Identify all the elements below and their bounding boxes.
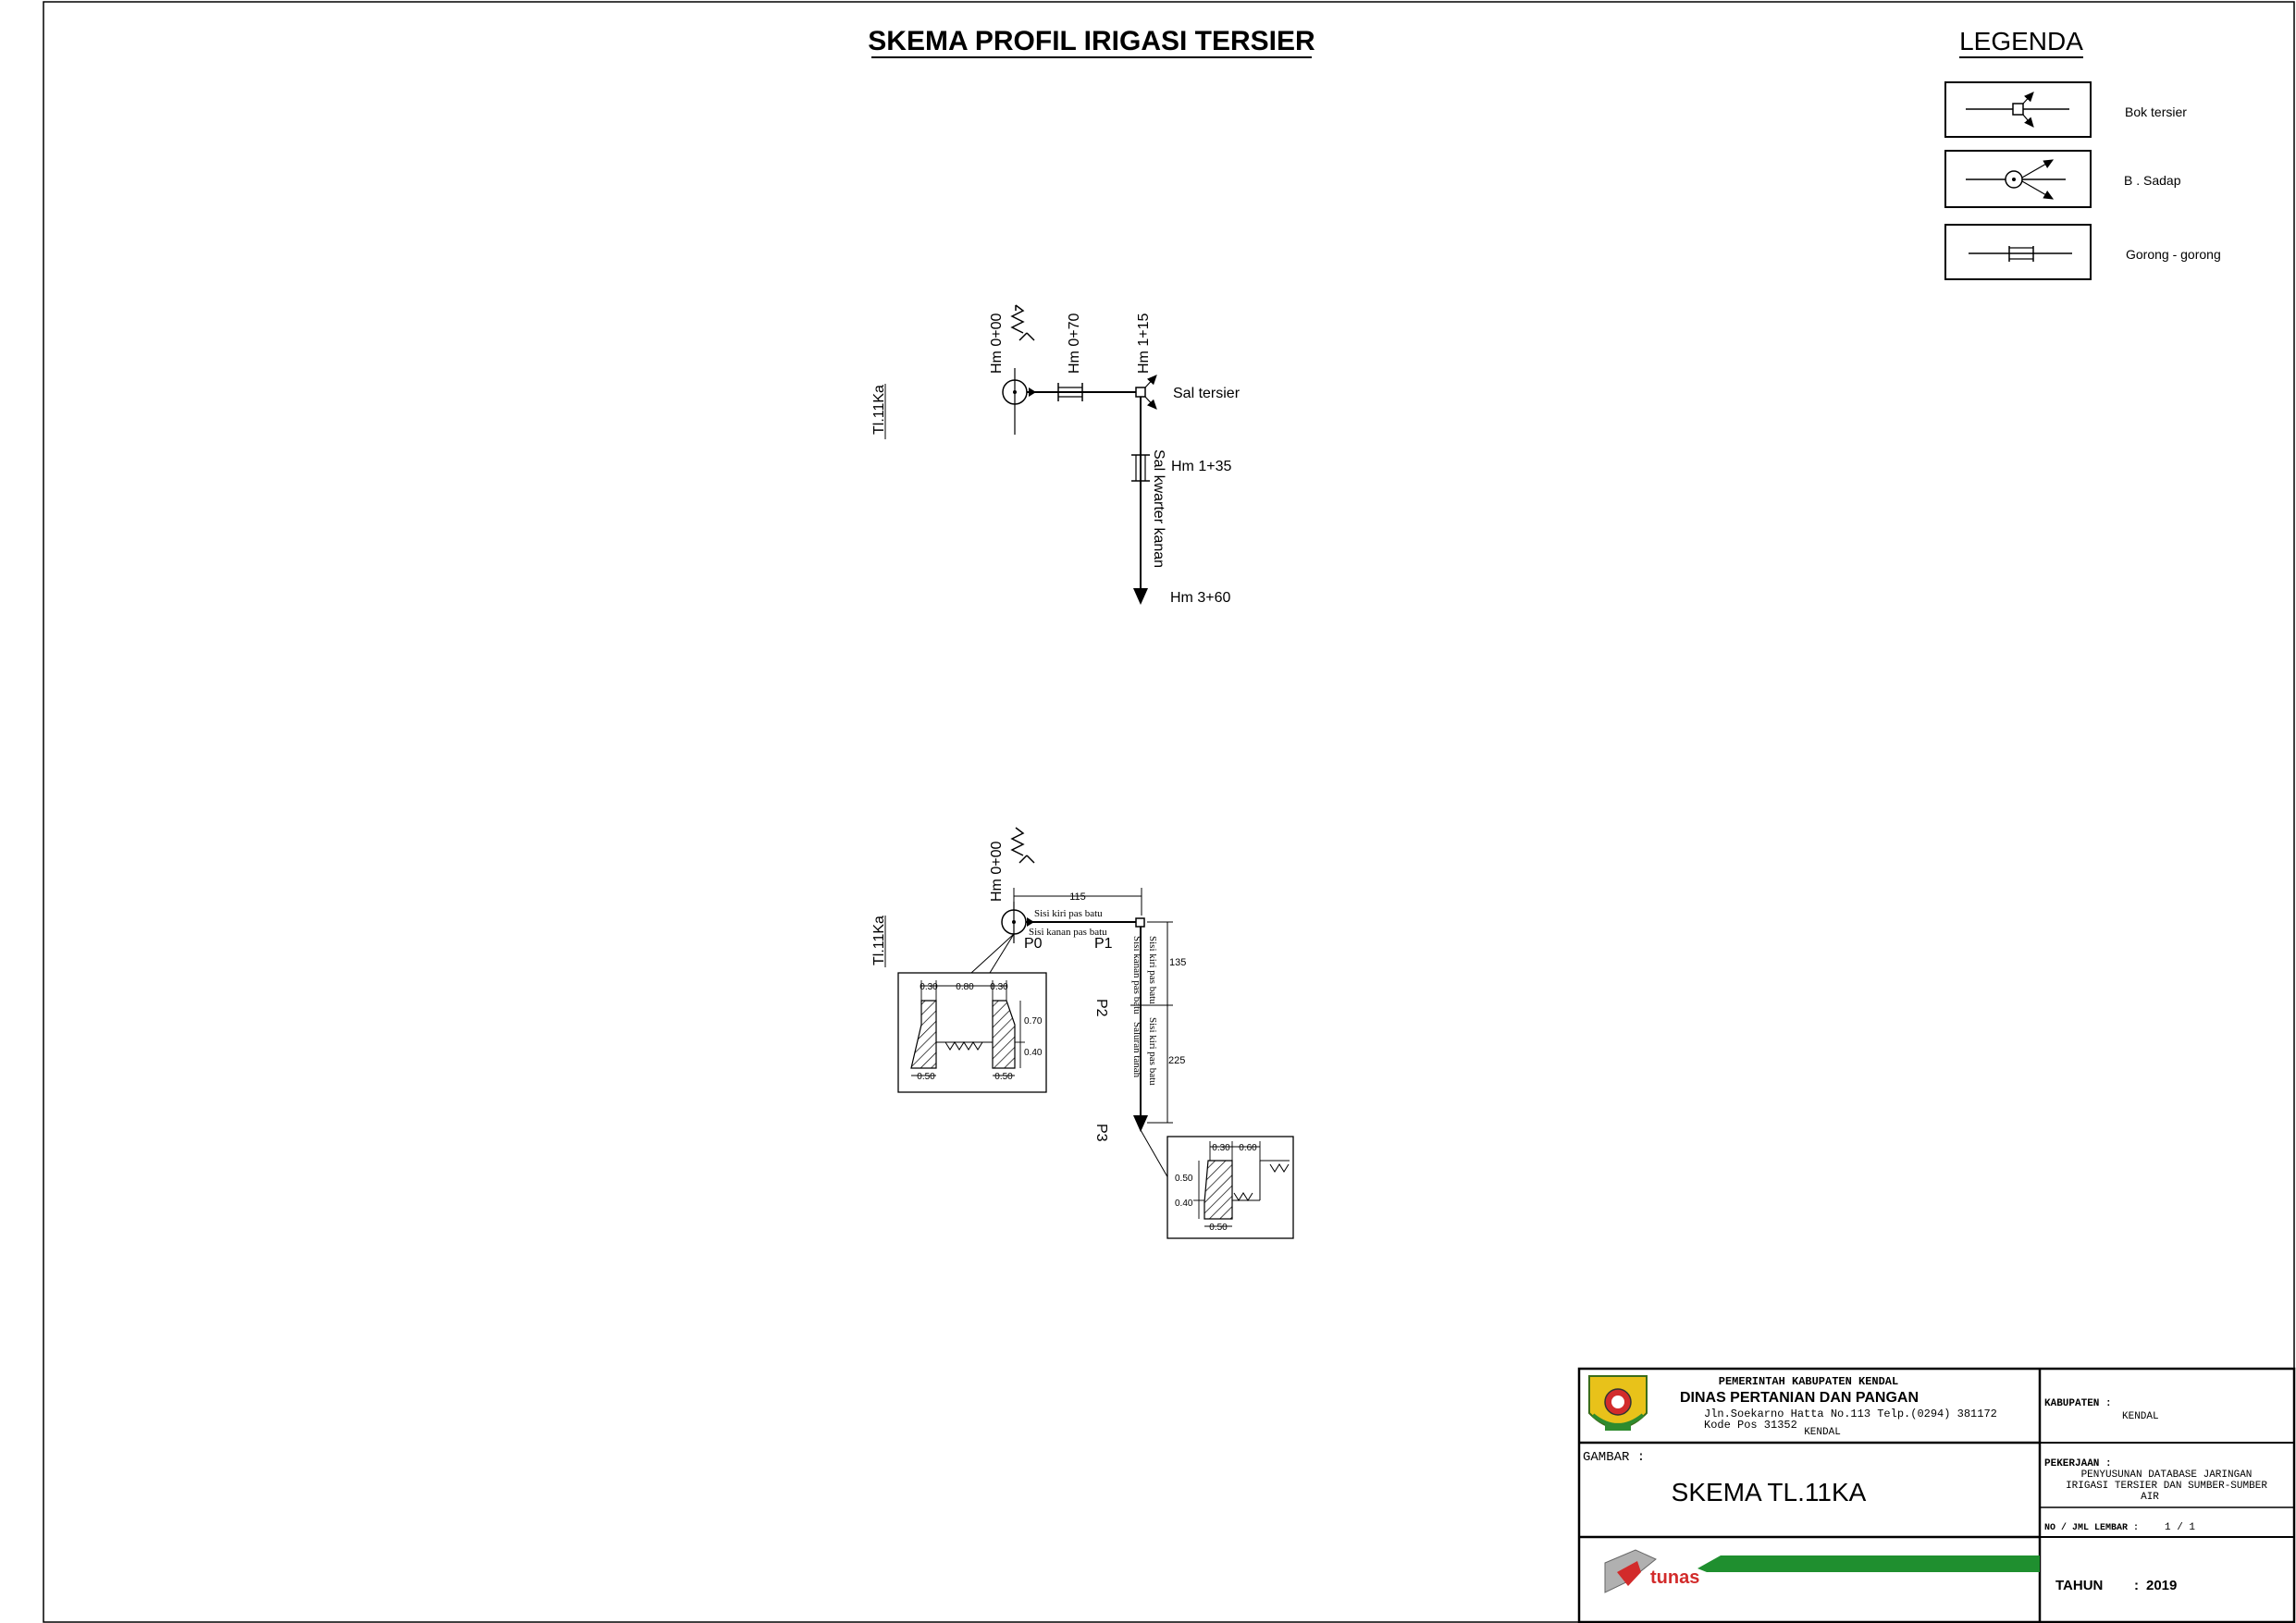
- schema2-p1: P1: [1094, 936, 1113, 952]
- schema2-vert-sisi-kanan: Sisi kanan pas batu: [1131, 936, 1142, 1014]
- tb-gambar-value: SKEMA TL.11KA: [1672, 1478, 1867, 1506]
- section1-d7: 0.50: [994, 1072, 1013, 1082]
- sadap-symbol: [1002, 368, 1028, 435]
- bok-tersier-icon: [1966, 92, 2069, 128]
- section1-d1: 0.30: [920, 982, 938, 992]
- legend-label-gorong: Gorong - gorong: [2126, 247, 2221, 262]
- section2-d2: 0.60: [1239, 1143, 1257, 1153]
- title-block: PEMERINTAH KABUPATEN KENDAL DINAS PERTAN…: [1577, 1367, 2296, 1623]
- legend-label-bok-tersier: Bok tersier: [2125, 105, 2187, 119]
- tb-tahun-value: 2019: [2146, 1578, 2177, 1593]
- gorong-symbol-hm135: [1131, 454, 1150, 482]
- schema2-vert-sisi-kiri-2: Sisi kiri pas batu: [1147, 1017, 1158, 1086]
- section1-d2: 0.80: [956, 982, 974, 992]
- tb-lembar-label: NO / JML LEMBAR :: [2044, 1522, 2139, 1533]
- tb-gov: PEMERINTAH KABUPATEN KENDAL: [1719, 1375, 1898, 1388]
- schema2-p0: P0: [1024, 936, 1043, 952]
- tb-kabupaten-label: KABUPATEN :: [2044, 1398, 2112, 1409]
- gorong-gorong-icon: [1969, 246, 2072, 262]
- cross-section-1: 0.30 0.80 0.30 0.70 0.40 0.50 0.50: [897, 972, 1047, 1093]
- section1-d6: 0.50: [917, 1072, 935, 1082]
- section2-d5: 0.50: [1209, 1223, 1228, 1233]
- sumber-zigzag: [1010, 304, 1025, 334]
- schema1-hm135: Hm 1+35: [1171, 459, 1231, 474]
- tb-tahun-colon: :: [2134, 1578, 2139, 1593]
- green-band: [1697, 1555, 2040, 1572]
- schema1-hm070: Hm 0+70: [1067, 314, 1082, 374]
- schema2-side-label: Tl.11Ka: [871, 916, 887, 965]
- tb-pekerjaan-line3: AIR: [2141, 1492, 2159, 1503]
- section1-d3: 0.30: [990, 982, 1008, 992]
- section1-d4: 0.70: [1024, 1016, 1043, 1027]
- schema-2: Tl.11Ka Hm 0+00 115 Sisi kiri pas batu S…: [871, 827, 1294, 1239]
- tb-gambar-label: GAMBAR :: [1583, 1450, 1645, 1465]
- schema-1: Tl.11Ka Hm 0+00 Hm 0+70 Hm 1+15: [871, 304, 1241, 606]
- schema1-side-label: Tl.11Ka: [871, 385, 887, 435]
- tb-city: KENDAL: [1804, 1427, 1841, 1438]
- section2-d1: 0.30: [1212, 1143, 1230, 1153]
- drawing-title: SKEMA PROFIL IRIGASI TERSIER: [868, 26, 1315, 56]
- schema2-sisi-kanan: Sisi kanan pas batu: [1029, 927, 1107, 938]
- tb-tahun-label: TAHUN: [2055, 1578, 2103, 1593]
- sumber-zigzag-2: [1010, 827, 1025, 856]
- schema2-vert-sisi-kiri: Sisi kiri pas batu: [1147, 936, 1158, 1004]
- bok-tersier-symbol: [1135, 375, 1157, 410]
- tunas-logo: tunas: [1604, 1549, 1699, 1593]
- tb-pekerjaan-label: PEKERJAAN :: [2044, 1458, 2112, 1469]
- schema2-vert-saluran-tanah: Saluran tanah: [1131, 1022, 1142, 1078]
- tb-kabupaten-value: KENDAL: [2122, 1411, 2159, 1422]
- schema1-hm360: Hm 3+60: [1170, 590, 1230, 606]
- tb-pekerjaan-line1: PENYUSUNAN DATABASE JARINGAN: [2081, 1469, 2253, 1481]
- schema2-p2: P2: [1093, 999, 1109, 1017]
- schema2-dim-135: 135: [1169, 957, 1186, 968]
- kendal-emblem-logo: [1588, 1375, 1648, 1431]
- tb-address2: Kode Pos 31352: [1704, 1419, 1797, 1432]
- schema1-hm115: Hm 1+15: [1136, 314, 1152, 374]
- schema1-sal-kwarter: Sal kwarter kanan: [1151, 449, 1167, 568]
- sadap-symbol-2: [1001, 902, 1027, 943]
- schema2-sisi-kiri: Sisi kiri pas batu: [1034, 908, 1103, 919]
- section1-d5: 0.40: [1024, 1048, 1043, 1058]
- bangunan-sadap-icon: [1966, 159, 2066, 200]
- gorong-symbol-hm070: [1057, 383, 1083, 401]
- tunas-logo-text: tunas: [1650, 1568, 1699, 1588]
- section2-d4: 0.40: [1175, 1199, 1193, 1209]
- tb-dept: DINAS PERTANIAN DAN PANGAN: [1680, 1390, 1919, 1406]
- sheet-border: [43, 1, 2295, 1623]
- cross-section-2: 0.30 0.60 0.50 0.40 0.50: [1167, 1136, 1294, 1239]
- legend-label-b-sadap: B . Sadap: [2124, 173, 2181, 188]
- schema1-hm000: Hm 0+00: [989, 314, 1005, 374]
- schema1-sal-tersier: Sal tersier: [1173, 386, 1241, 401]
- legend: LEGENDA Bok tersier B . Sadap: [1944, 27, 2221, 280]
- legend-title: LEGENDA: [1959, 27, 2083, 55]
- schema2-dim-225: 225: [1168, 1055, 1185, 1066]
- section2-d3: 0.50: [1175, 1174, 1193, 1184]
- tb-pekerjaan-line2: IRIGASI TERSIER DAN SUMBER-SUMBER: [2066, 1481, 2267, 1492]
- tb-lembar-value: 1 / 1: [2165, 1522, 2195, 1533]
- schema2-hm000: Hm 0+00: [989, 842, 1005, 902]
- tb-address1: Jln.Soekarno Hatta No.113 Telp.(0294) 38…: [1704, 1408, 1997, 1420]
- schema2-dim-115: 115: [1069, 891, 1086, 903]
- schema2-p3: P3: [1093, 1124, 1109, 1142]
